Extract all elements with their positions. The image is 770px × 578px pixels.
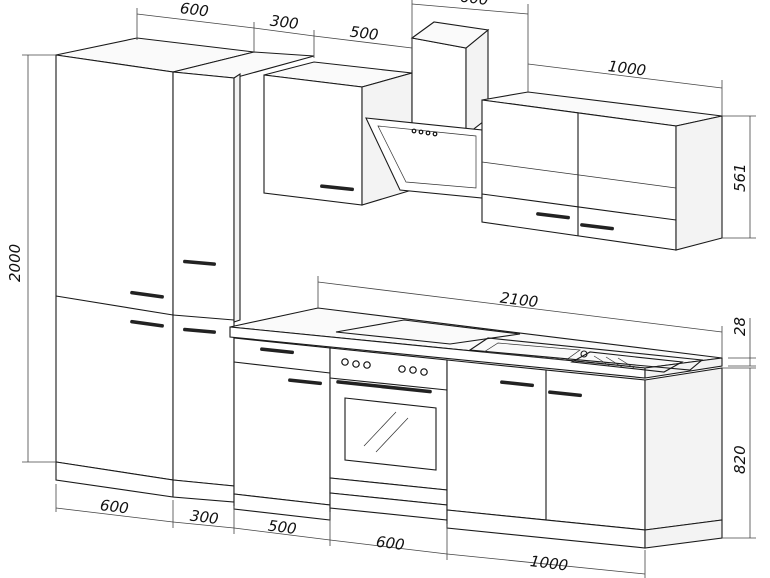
base-cabinet-1000-side bbox=[644, 367, 723, 531]
tall-cabinet-300 bbox=[172, 51, 315, 503]
tall-cabinet-300-side bbox=[233, 72, 241, 323]
wall-cabinet-500-front bbox=[263, 74, 363, 206]
sink-drainboard bbox=[482, 342, 581, 361]
sink-rib-2 bbox=[605, 356, 623, 368]
hood-button-3 bbox=[425, 130, 431, 136]
base-cabinet-500-front bbox=[233, 337, 331, 506]
label-height-2000: 2000 bbox=[6, 244, 24, 282]
hood-glass bbox=[377, 125, 477, 189]
sink-tap bbox=[580, 350, 588, 358]
oven-window bbox=[344, 397, 437, 471]
oven-knob-3 bbox=[363, 361, 371, 369]
label-top-600: 600 bbox=[179, 0, 210, 20]
base-cabinet-1000 bbox=[446, 359, 723, 549]
hob bbox=[335, 319, 521, 345]
oven-knob-4 bbox=[398, 365, 406, 373]
tall-cabinet-600-lower-handle bbox=[130, 319, 164, 328]
dim-bottom-600b-line bbox=[329, 539, 448, 555]
dim-bottom-500-line bbox=[233, 527, 331, 541]
dim-bottom-1000-line bbox=[446, 553, 646, 575]
tall-cabinet-600-door-split bbox=[55, 295, 174, 316]
hood-chimney-front bbox=[411, 37, 467, 136]
wall-cabinet-1000-side bbox=[675, 115, 723, 251]
dim-top-600-line bbox=[136, 13, 255, 29]
label-top-1000: 1000 bbox=[607, 57, 647, 80]
dim-top-hood-line bbox=[411, 3, 529, 15]
label-height-561: 561 bbox=[731, 163, 749, 192]
tall-cabinet-300-door-split bbox=[172, 314, 235, 321]
oven-knob-5 bbox=[409, 366, 417, 374]
tall-cabinet-300-lower-handle bbox=[183, 327, 216, 334]
base-cabinet-500-door-handle bbox=[288, 378, 322, 386]
oven-panel-line bbox=[329, 377, 448, 391]
base-cabinet-500-drawer-line bbox=[233, 361, 331, 374]
hood-chimney-top bbox=[410, 21, 490, 49]
label-top-300: 300 bbox=[269, 12, 300, 33]
wall-cabinet-500-handle bbox=[320, 184, 354, 192]
oven-knob-6 bbox=[420, 368, 428, 376]
label-bottom-300: 300 bbox=[189, 507, 220, 528]
hood-button-4 bbox=[432, 131, 438, 137]
dim-top-1000-line bbox=[527, 63, 723, 89]
tall-cabinet-600 bbox=[55, 37, 255, 498]
dim-counter-2100-line bbox=[317, 281, 723, 333]
dim-bottom-300-line bbox=[172, 521, 235, 529]
countertop-side bbox=[644, 357, 723, 379]
wall-cabinet-1000 bbox=[481, 91, 723, 251]
label-counter-2100: 2100 bbox=[499, 289, 539, 312]
sink-bowl bbox=[570, 351, 684, 373]
tall-cabinet-300-front bbox=[172, 71, 235, 487]
base-cabinet-1000-right-handle bbox=[548, 390, 582, 398]
tall-cabinet-300-upper-handle bbox=[183, 259, 216, 266]
label-bottom-1000: 1000 bbox=[529, 552, 569, 575]
oven-glare-2 bbox=[375, 417, 409, 453]
tall-cabinet-600-upper-handle bbox=[130, 290, 164, 299]
dim-bottom-600-line bbox=[55, 507, 174, 523]
oven-door-handle bbox=[336, 380, 432, 394]
oven-knob-2 bbox=[352, 360, 360, 368]
label-bottom-500: 500 bbox=[267, 517, 298, 538]
dim-top-500-line bbox=[313, 35, 413, 49]
sink-rib-1 bbox=[593, 355, 611, 367]
hood-button-1 bbox=[411, 128, 417, 134]
oven-knob-1 bbox=[341, 358, 349, 366]
wall-cabinet-1000-shelf-line bbox=[481, 161, 677, 189]
label-counter-28: 28 bbox=[731, 317, 749, 336]
oven-front bbox=[329, 347, 448, 491]
dimension-labels: 600 300 500 600 1000 2000 561 2100 28 82… bbox=[6, 0, 749, 575]
label-top-hood: 600 bbox=[459, 0, 490, 9]
label-height-820: 820 bbox=[731, 445, 749, 474]
hood-button-2 bbox=[418, 129, 424, 135]
countertop bbox=[229, 307, 723, 379]
dim-top-300-line bbox=[253, 27, 315, 37]
label-bottom-600: 600 bbox=[99, 496, 130, 517]
extractor-hood bbox=[365, 21, 490, 199]
wall-cabinet-1000-flap-line bbox=[481, 193, 677, 221]
label-bottom-600b: 600 bbox=[375, 533, 406, 554]
tall-cabinet-600-front bbox=[55, 54, 174, 481]
base-cabinet-500 bbox=[233, 337, 331, 521]
wall-cabinet-1000-right-handle bbox=[580, 223, 614, 231]
label-top-500: 500 bbox=[349, 23, 380, 44]
base-cabinet-500-drawer-handle bbox=[260, 347, 294, 355]
dimension-lines bbox=[22, 0, 756, 578]
oven bbox=[329, 347, 448, 521]
oven-glare-1 bbox=[363, 411, 397, 447]
base-cabinet-1000-left-handle bbox=[500, 380, 534, 388]
sink-rib-3 bbox=[617, 357, 635, 369]
wall-cabinet-1000-left-handle bbox=[536, 212, 570, 220]
